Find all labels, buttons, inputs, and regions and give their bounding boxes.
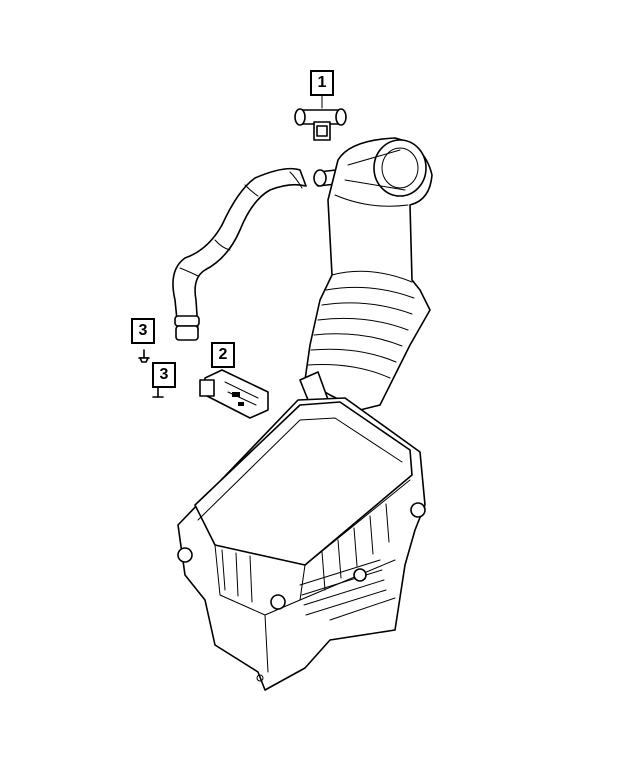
- part-2-sensor: [199, 369, 269, 419]
- part-1-fitting: [294, 94, 347, 141]
- part-3-screws: [138, 349, 164, 398]
- air-box: [177, 397, 426, 691]
- callout-3-lower: 3: [152, 362, 176, 388]
- callout-3-upper: 3: [131, 318, 155, 344]
- breather-hose: [172, 167, 307, 341]
- callout-1: 1: [310, 70, 334, 96]
- callout-2: 2: [211, 342, 235, 368]
